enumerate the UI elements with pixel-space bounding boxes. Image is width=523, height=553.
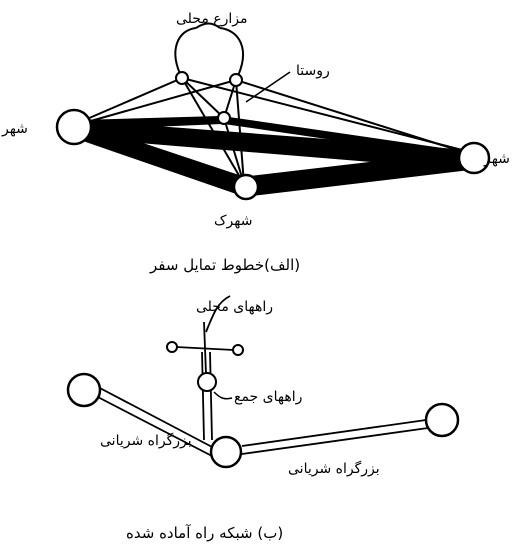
road-nodes	[66, 341, 460, 469]
city-left-label: شهر	[2, 121, 28, 137]
desire-gap-2	[260, 163, 360, 170]
arterial-left-end-node	[66, 372, 102, 408]
arterial-right-road	[241, 419, 429, 455]
collector-roads-label: راههای جمع	[234, 389, 303, 405]
city-right-node	[457, 141, 491, 175]
arterial-junction-node	[209, 435, 243, 469]
desire-lines-diagram	[55, 22, 491, 201]
arterial-left-label: بزرگراه شریانی	[100, 433, 192, 449]
collector-leader	[213, 391, 233, 400]
city-left-node	[55, 108, 93, 146]
collector-road	[201, 351, 213, 441]
local-node-left	[166, 341, 178, 353]
collector-node	[197, 372, 217, 392]
town-node	[232, 173, 260, 201]
desire-gap-1	[195, 150, 300, 162]
farm-node-left	[175, 71, 189, 85]
desire-band-cityleft-town	[80, 122, 248, 196]
local-roads-label: راههای محلی	[196, 299, 273, 315]
local-farms-label: مزارع محلی	[176, 11, 248, 27]
village-leader	[245, 71, 291, 103]
arterial-right-label: بزرگراه شریانی	[288, 461, 380, 477]
arterial-left-road	[91, 385, 215, 457]
arterial-right-end-node	[424, 402, 460, 438]
village-node	[217, 111, 231, 125]
town-label: شهرک	[214, 213, 253, 229]
caption-b: (ب) شبکه راه آماده شده	[126, 524, 284, 542]
local-roads	[175, 295, 235, 375]
road-network-diagram	[91, 295, 429, 457]
farm-links	[77, 22, 471, 185]
desire-band-village-cityright	[222, 116, 470, 160]
village-label: روستا	[296, 63, 330, 79]
city-right-label: شهر	[484, 151, 510, 167]
caption-a: (الف)خطوط تمایل سفر	[150, 256, 301, 274]
farm-node-right	[229, 73, 243, 87]
local-node-right	[232, 344, 244, 356]
desire-band-town-cityright	[250, 150, 472, 196]
desire-band-city-city	[78, 120, 470, 170]
